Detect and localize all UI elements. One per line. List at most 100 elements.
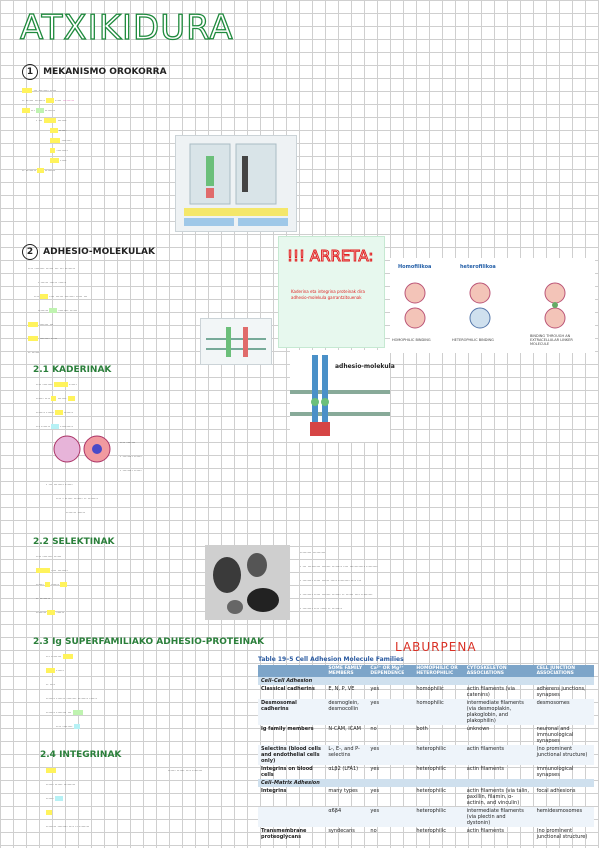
table-cell: hemidesmosomes [533,807,594,827]
table-cell: focal adhesions [536,788,576,794]
adhesion-molecule-label: adhesio-molekula [335,363,395,370]
table-cell: yes [370,788,380,794]
table-cell: yes [367,699,414,725]
table-cell: intermediate filaments (via plectin and … [463,807,534,827]
attention-title: !!! ARRETA: [286,247,374,266]
adhesion-molecule-illustration [290,355,390,436]
table-cell: Transmembrane proteoglycans [261,828,307,840]
table-cell: yes [367,745,414,765]
notes-block-1: ··· ········ ····· ·· ······ ········ ··… [22,88,75,173]
table-cell: L-, E-, and P-selectins [325,745,368,765]
subsection-2-1-heading: 2.1 KADERINAK [33,365,112,375]
micrograph-image [205,545,290,620]
notes-block-5: · ··· ········ ······ ···· · ······ ····… [46,482,98,515]
notes-block-6: ···· ········ ······ ···· ········ ·····… [36,554,68,615]
micrograph-figure [205,545,290,620]
table-cell: actin filaments [466,766,504,772]
table-cell: α6β4 [325,807,368,827]
notes-block-2: ···· ········ ······ ··· ··· ········ · … [28,266,88,355]
table-cell: homophilic [413,699,464,725]
homophilic-caption: HOMOPHILIC BINDING [392,338,431,342]
notes-block-4: ···· ······· · ········ ······ · ·······… [120,440,142,473]
table-cell: heterophilic [416,828,446,834]
table-cell: heterophilic [413,807,464,827]
cadherin-cells-figure [52,432,112,471]
table-header-row: SOME FAMILY MEMBERS Ca²⁺ OR Mg²⁺ DEPENDE… [258,665,594,677]
table-caption: Table 19–5 Cell Adhesion Molecule Famili… [258,656,404,663]
table-row: Ig family members N-CAM, ICAM no both unknow… [258,725,594,745]
summary-title: LABURPENA [395,640,477,654]
table-cell: many types [328,788,358,794]
ecm-caption: BINDING THROUGH AN EXTRACELLULAR LINKER … [530,334,573,346]
heterophilic-label: heterofilikoa [460,264,496,270]
notes-block-8: ··· ········ ······ ·· ···· ······· ····… [46,654,97,729]
table-cell: αLβ2 (LFA1) [328,766,359,772]
subsection-2-4-heading: 2.4 INTEGRINAK [40,750,122,760]
attention-text: Kaderina eta integrina proteinak dira ad… [291,289,366,300]
table-cell: (no prominent junctional structure) [536,828,588,840]
attention-box: !!! ARRETA: Kaderina eta integrina prote… [278,236,385,348]
table-cell: neuronal and immunological synapses [536,726,574,744]
section-2-heading: 2 ADHESIO-MOLEKULAK [22,244,155,260]
section-number: 1 [22,64,38,80]
table-cell [258,807,326,827]
binding-types-figure: Homofilikoa heterofilikoa HOMOPHILIC BIN… [390,258,595,353]
table-cell: both [416,726,428,732]
adhesion-sketch-figure [200,318,272,365]
table-cell: Classical cadherins [261,686,315,692]
junctions-illustration [176,136,296,231]
table-cell: E, N, P, VE [328,686,355,692]
table-cell: heterophilic [413,745,464,765]
cadherin-cells-illustration [53,435,111,463]
table-header: CYTOSKELETON ASSOCIATIONS [463,665,534,677]
table-cell: actin filaments (via talin, paxillin, fi… [466,788,530,806]
table-section-label: Cell–Cell Adhesion [258,677,594,685]
table-cell: Integrins on blood cells [261,766,313,778]
table-row: Integrins on blood cells αLβ2 (LFA1) yes he… [258,765,594,779]
section-1-heading: 1 MEKANISMO OROKORRA [22,64,167,80]
table-cell: (no prominent junctional structure) [533,745,594,765]
subsection-2-2-heading: 2.2 SELEKTINAK [33,537,115,547]
table-section-row: Cell–Matrix Adhesion [258,779,594,787]
subsection-2-3-heading: 2.3 Ig SUPERFAMILIAKO ADHESIO-PROTEINAK [33,637,265,647]
table-row: Transmembrane proteoglycans syndecans no he… [258,827,594,841]
section-title: ADHESIO-MOLEKULAK [43,247,155,257]
table-cell: no [370,828,377,834]
notes-block-10: ······ ······ ···· ········ [168,768,203,773]
table-cell: heterophilic [416,766,446,772]
table-cell: adherens junctions, synapses [536,686,586,698]
table-header: Ca²⁺ OR Mg²⁺ DEPENDENCE [367,665,414,677]
table-cell: actin filaments [463,745,534,765]
section-title: MEKANISMO OROKORRA [43,67,167,77]
table-cell: intermediate filaments (via desmoplakin,… [463,699,534,725]
table-cell: no [370,726,377,732]
junctions-figure [175,135,297,232]
table-section-row: Cell–Cell Adhesion [258,677,594,685]
table-cell: unknown [466,726,490,732]
table-header: HOMOPHILIC OR HETEROPHILIC [413,665,464,677]
table-header: CELL JUNCTION ASSOCIATIONS [533,665,594,677]
table-row: Selectins (blood cells and endothelial c… [258,745,594,765]
table-cell: heterophilic [416,788,446,794]
table-cell: yes [370,766,380,772]
adhesion-molecule-figure [290,350,390,442]
notes-block-9: ······ ······ ········· ······ ········ … [46,768,246,829]
binding-illustration [404,282,566,329]
table-cell: syndecans [328,828,355,834]
table-cell: Selectins (blood cells and endothelial c… [258,745,326,765]
table-cell: N-CAM, ICAM [328,726,361,732]
table-cell: Ig family members [261,726,314,732]
table-header [258,665,326,677]
adhesion-table: SOME FAMILY MEMBERS Ca²⁺ OR Mg²⁺ DEPENDE… [258,665,594,841]
summary-table-container: Table 19–5 Cell Adhesion Molecule Famili… [258,656,594,841]
homophilic-label: Homofilikoa [398,264,432,270]
table-cell: Desmosomal cadherins [258,699,326,725]
table-cell: yes [367,807,414,827]
table-cell: desmosomes [533,699,594,725]
page-title: ATXIKIDURA [19,7,234,48]
